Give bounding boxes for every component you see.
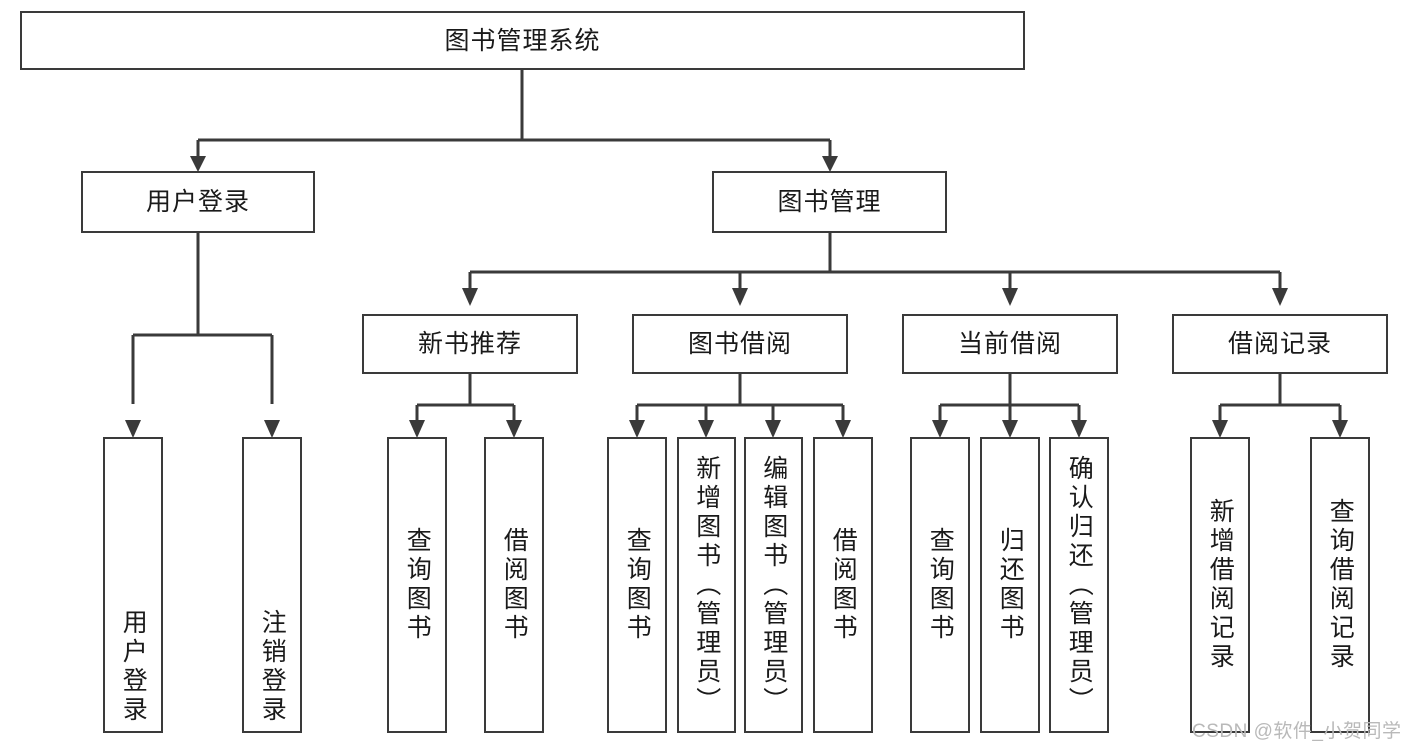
node-current-borrow[interactable]: 当前借阅: [902, 314, 1118, 374]
node-borrow-record[interactable]: 借阅记录: [1172, 314, 1388, 374]
leaf-borrow-record-add[interactable]: 新增借阅记录: [1190, 437, 1250, 733]
node-book-management[interactable]: 图书管理: [712, 171, 947, 233]
leaf-new-book-query[interactable]: 查询图书: [387, 437, 447, 733]
watermark-text: CSDN @软件_小贺同学: [1192, 721, 1402, 742]
node-root-system[interactable]: 图书管理系统: [20, 11, 1025, 70]
leaf-user-login-logout[interactable]: 注销登录: [242, 437, 302, 733]
leaf-book-borrow-add[interactable]: 新增图书（管理员）: [677, 437, 736, 733]
leaf-current-borrow-return[interactable]: 归还图书: [980, 437, 1040, 733]
leaf-book-borrow-query[interactable]: 查询图书: [607, 437, 667, 733]
node-new-book-recommend[interactable]: 新书推荐: [362, 314, 578, 374]
leaf-borrow-record-query[interactable]: 查询借阅记录: [1310, 437, 1370, 733]
leaf-current-borrow-confirm[interactable]: 确认归还（管理员）: [1049, 437, 1109, 733]
leaf-new-book-borrow[interactable]: 借阅图书: [484, 437, 544, 733]
leaf-user-login-login[interactable]: 用户登录: [103, 437, 163, 733]
leaf-book-borrow-edit[interactable]: 编辑图书（管理员）: [744, 437, 803, 733]
leaf-book-borrow-borrow[interactable]: 借阅图书: [813, 437, 873, 733]
node-book-borrow[interactable]: 图书借阅: [632, 314, 848, 374]
node-user-login[interactable]: 用户登录: [81, 171, 315, 233]
leaf-current-borrow-query[interactable]: 查询图书: [910, 437, 970, 733]
